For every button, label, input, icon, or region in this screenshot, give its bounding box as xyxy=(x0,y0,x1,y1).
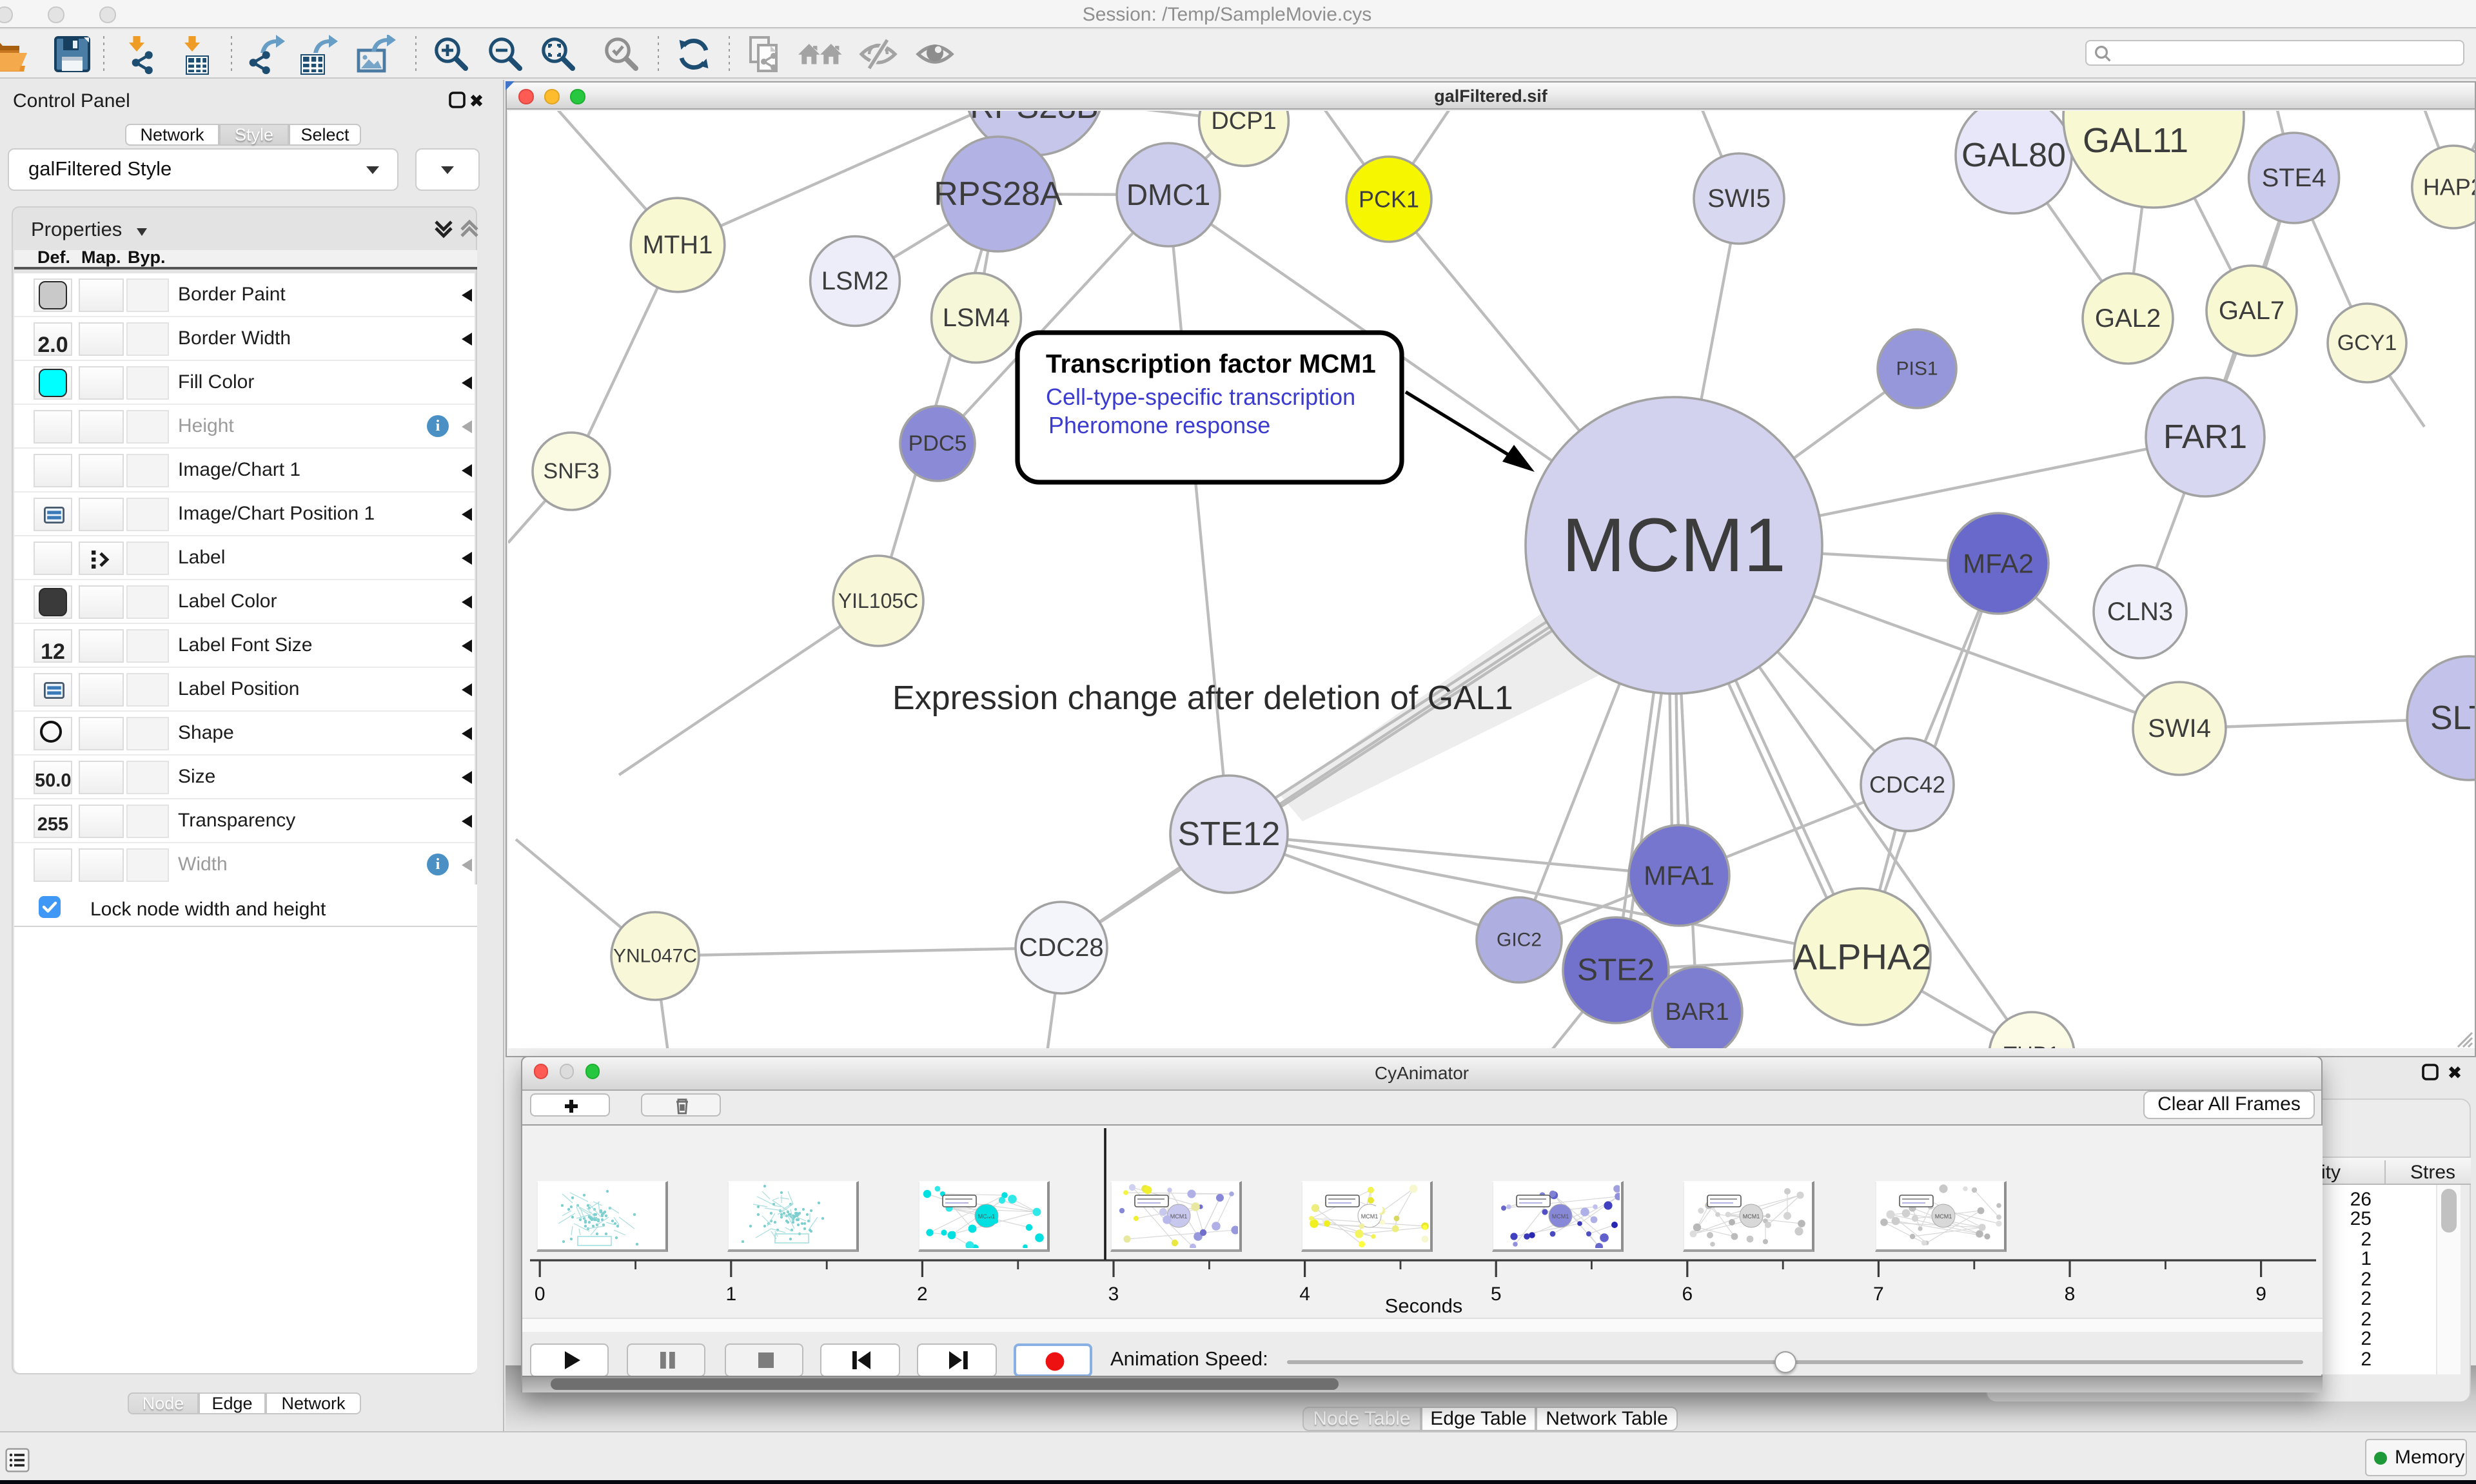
svg-text:SNF3: SNF3 xyxy=(544,459,600,483)
svg-text:GAL80: GAL80 xyxy=(1961,137,2066,174)
svg-text:1: 1 xyxy=(725,1284,736,1305)
svg-text:YNL047C: YNL047C xyxy=(613,946,697,967)
svg-text:8: 8 xyxy=(2065,1284,2076,1305)
svg-text:DCP1: DCP1 xyxy=(1211,111,1276,135)
svg-text:MFA2: MFA2 xyxy=(1963,549,2034,579)
svg-text:Expression change after deleti: Expression change after deletion of GAL1 xyxy=(892,679,1513,717)
svg-text:LSM4: LSM4 xyxy=(943,304,1010,332)
svg-text:MFA1: MFA1 xyxy=(1644,861,1715,891)
svg-text:5: 5 xyxy=(1491,1284,1502,1305)
svg-text:0: 0 xyxy=(535,1284,545,1305)
svg-text:MCM1: MCM1 xyxy=(1361,1214,1378,1220)
svg-text:STE2: STE2 xyxy=(1577,953,1655,988)
svg-text:Transcription factor MCM1: Transcription factor MCM1 xyxy=(1046,349,1376,378)
svg-text:MCM1: MCM1 xyxy=(1552,1214,1569,1220)
svg-text:3: 3 xyxy=(1108,1284,1119,1305)
svg-text:4: 4 xyxy=(1299,1284,1310,1305)
svg-text:CDC42: CDC42 xyxy=(1869,772,1945,798)
svg-text:MTH1: MTH1 xyxy=(643,231,713,259)
svg-text:GAL7: GAL7 xyxy=(2219,297,2284,325)
svg-text:PCK1: PCK1 xyxy=(1359,186,1419,213)
svg-text:BAR1: BAR1 xyxy=(1665,999,1729,1026)
svg-text:9: 9 xyxy=(2255,1284,2266,1305)
svg-text:FAR1: FAR1 xyxy=(2163,418,2247,456)
svg-text:MCM1: MCM1 xyxy=(1744,1214,1761,1220)
svg-text:RPS28B: RPS28B xyxy=(970,111,1098,126)
svg-text:RPS28A: RPS28A xyxy=(934,175,1063,213)
svg-text:Pheromone response: Pheromone response xyxy=(1048,412,1270,438)
svg-text:MCM1: MCM1 xyxy=(1562,503,1785,588)
svg-text:STE12: STE12 xyxy=(1178,815,1281,853)
svg-text:6: 6 xyxy=(1682,1284,1693,1305)
svg-text:STE4: STE4 xyxy=(2262,164,2326,192)
svg-text:CLN3: CLN3 xyxy=(2107,598,2173,626)
svg-text:GCY1: GCY1 xyxy=(2337,331,2397,355)
svg-text:Cell-type-specific transcripti: Cell-type-specific transcription xyxy=(1046,384,1355,410)
svg-text:GAL2: GAL2 xyxy=(2095,304,2161,333)
svg-text:PDC5: PDC5 xyxy=(909,431,967,456)
svg-text:MCM1: MCM1 xyxy=(1934,1214,1952,1220)
svg-text:MCM1: MCM1 xyxy=(978,1214,996,1220)
svg-text:ALPHA2: ALPHA2 xyxy=(1793,937,1932,977)
svg-text:SLT2: SLT2 xyxy=(2430,699,2475,737)
svg-text:DMC1: DMC1 xyxy=(1126,178,1210,211)
svg-text:2: 2 xyxy=(917,1284,928,1305)
svg-text:SWI4: SWI4 xyxy=(2148,714,2211,743)
svg-text:GIC2: GIC2 xyxy=(1497,930,1542,951)
svg-text:7: 7 xyxy=(1873,1284,1884,1305)
svg-text:TUB1: TUB1 xyxy=(2004,1042,2060,1048)
svg-text:LSM2: LSM2 xyxy=(821,267,889,295)
svg-text:YIL105C: YIL105C xyxy=(838,589,919,612)
svg-text:HAP2: HAP2 xyxy=(2423,174,2475,200)
svg-text:CDC28: CDC28 xyxy=(1019,933,1103,962)
svg-text:Seconds: Seconds xyxy=(1385,1294,1463,1317)
svg-text:GAL11: GAL11 xyxy=(2083,121,2188,160)
svg-text:MCM1: MCM1 xyxy=(1170,1214,1187,1220)
svg-text:PIS1: PIS1 xyxy=(1896,358,1938,380)
svg-text:SWI5: SWI5 xyxy=(1707,184,1771,213)
